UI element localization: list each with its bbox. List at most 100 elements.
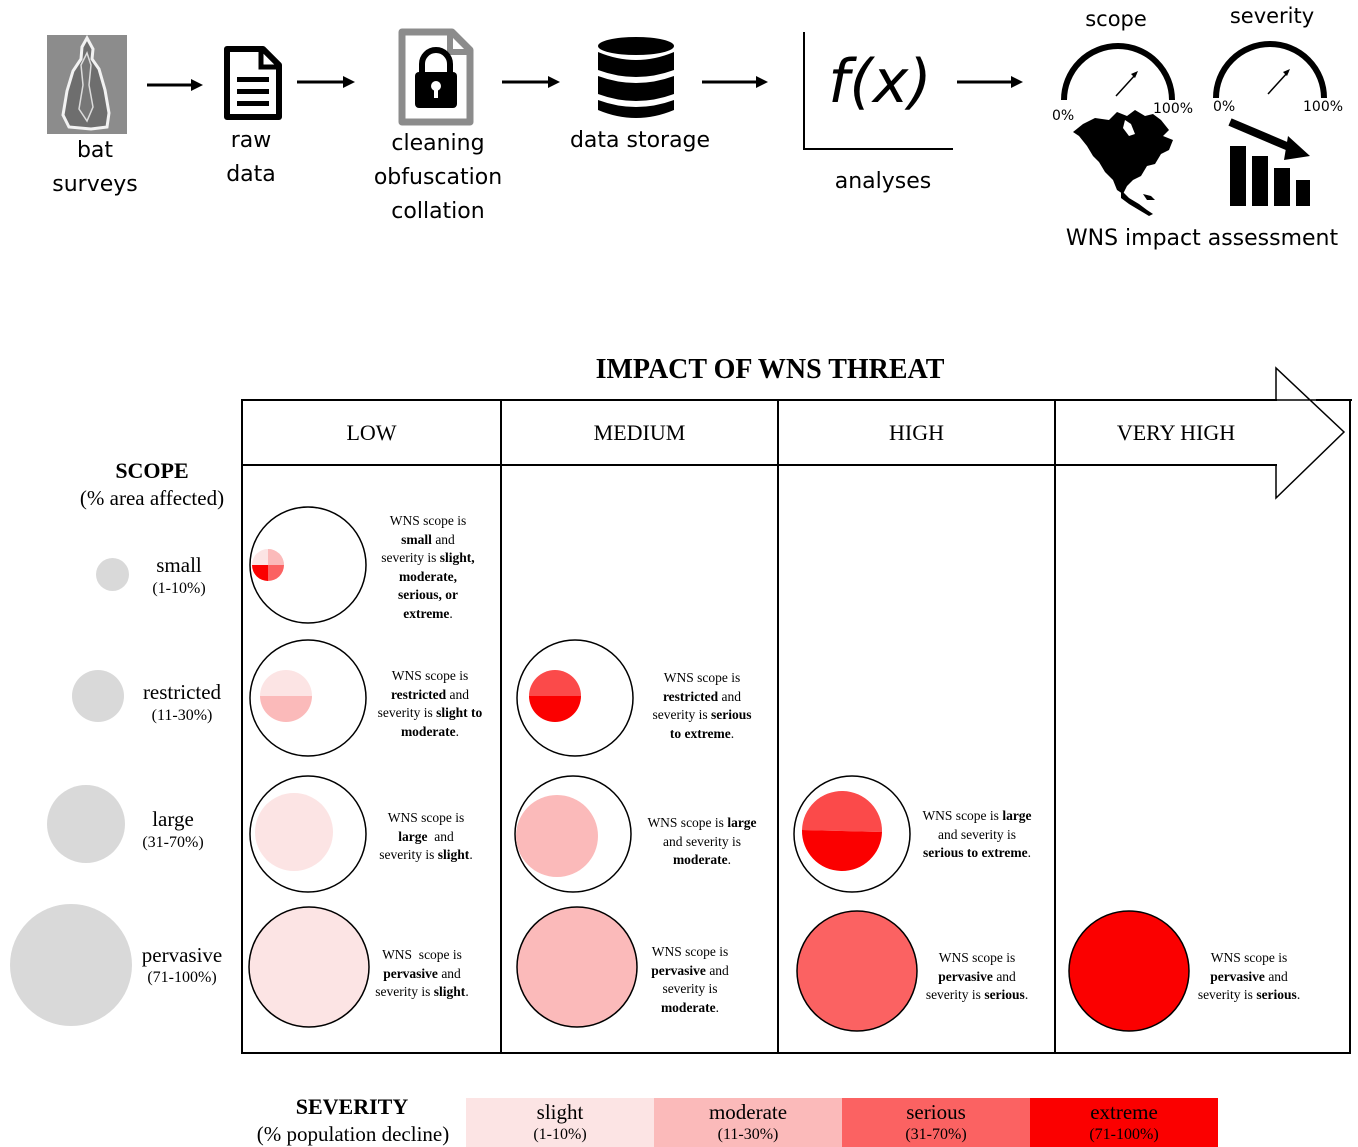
desc-text: and [721, 688, 742, 704]
column-header-medium: MEDIUM [593, 420, 686, 445]
severity-range: (1-10%) [533, 1126, 587, 1143]
impact-circle-large-medium [513, 774, 635, 900]
severity-range: (11-30%) [717, 1126, 779, 1143]
desc-text: . [1024, 987, 1029, 1002]
desc-emphasis: restricted [662, 688, 719, 704]
desc-emphasis: slight, [439, 550, 475, 565]
step-label-analyses: analyses [803, 165, 963, 199]
severity-gauge-label: severity [1229, 4, 1315, 28]
scope-max-label: 100% [1153, 101, 1194, 117]
desc-text: . [727, 852, 732, 867]
function-plot-icon: f(x) [803, 32, 955, 150]
desc-text: WNS scope is [663, 670, 741, 685]
step-line: bat [76, 138, 114, 163]
severity-name: extreme [1090, 1100, 1158, 1124]
desc-text: . [715, 999, 720, 1015]
severity-range: (71-100%) [1089, 1126, 1159, 1143]
flow-arrow [295, 72, 357, 92]
desc-text: . [465, 984, 469, 999]
desc-text: severity is [652, 707, 708, 722]
column-header-very-high: VERY HIGH [1116, 420, 1236, 445]
desc-text: WNS scope is [1210, 950, 1288, 965]
severity-gauge-icon [1210, 38, 1330, 106]
scope-range-small: (1-10%) [152, 580, 206, 597]
cell-description-large-medium: WNS scope is large and severity is moder… [636, 814, 768, 870]
assessment-title: WNS impact assessment [1065, 226, 1339, 251]
header-divider [241, 464, 1277, 466]
column-divider [500, 399, 502, 1054]
desc-text: WNS scope is [651, 944, 729, 959]
desc-emphasis: moderate [672, 852, 728, 867]
step-line: cleaning [391, 131, 485, 156]
cell-description-pervasive-high: WNS scope is pervasive and severity is s… [916, 949, 1038, 1005]
step-label-raw-data: raw data [201, 124, 301, 192]
scope-min-label: 0% [1052, 108, 1075, 124]
desc-text: . [1027, 845, 1032, 860]
column-header-high: HIGH [889, 420, 944, 445]
severity-swatch-slight: slight (1-10%) [466, 1098, 654, 1147]
step-line: surveys [52, 172, 138, 197]
column-header-low: LOW [346, 420, 397, 445]
column-divider [777, 399, 779, 1054]
scope-range-large: (31-70%) [142, 834, 204, 851]
scope-circle-small [96, 558, 129, 591]
table-border-top-right [1316, 399, 1352, 401]
desc-emphasis: serious, or [398, 587, 458, 602]
matrix-title: IMPACT OF WNS THREAT [595, 354, 945, 385]
impact-circle-small-low [248, 505, 370, 631]
scope-range-pervasive: (71-100%) [147, 969, 217, 986]
step-line: obfuscation [373, 165, 503, 190]
cell-description-small-low: WNS scope is small and severity is sligh… [366, 512, 490, 623]
scope-circle-restricted [72, 670, 124, 722]
north-america-map-icon [1065, 106, 1180, 222]
document-icon [223, 45, 283, 125]
scope-circle-pervasive [10, 904, 132, 1026]
severity-max-label: 100% [1303, 99, 1344, 115]
cell-description-large-low: WNS scope is large and severity is sligh… [368, 809, 484, 865]
desc-text: . [449, 605, 453, 621]
desc-text: . [1296, 987, 1301, 1002]
scope-name-large: large [152, 807, 194, 831]
desc-text: and [435, 531, 455, 547]
step-line: analyses [834, 169, 932, 194]
desc-text: severity is [662, 981, 718, 996]
desc-text: and severity is [663, 833, 741, 849]
desc-emphasis: restricted [390, 686, 447, 702]
table-border-left [241, 399, 243, 1054]
scope-name-restricted: restricted [142, 680, 222, 704]
cell-description-restricted-low: WNS scope is restricted and severity is … [368, 667, 492, 741]
flow-arrow [500, 72, 562, 92]
locked-file-icon [398, 28, 474, 130]
desc-text: WNS scope is [391, 668, 469, 683]
cell-description-restricted-medium: WNS scope is restricted and severity is … [640, 669, 764, 743]
desc-emphasis: serious [711, 707, 752, 722]
scope-gauge-icon [1058, 40, 1178, 108]
severity-name: serious [906, 1100, 966, 1124]
desc-text: WNS scope is [647, 815, 724, 830]
desc-text: severity is [377, 705, 433, 720]
desc-text: severity is [925, 987, 981, 1002]
severity-subheading: (% population decline) [256, 1122, 450, 1146]
scope-gauge-label: scope [1085, 7, 1147, 31]
desc-text: WNS scope is [922, 808, 999, 823]
flow-arrow [145, 75, 205, 95]
declining-bars-icon [1226, 118, 1316, 214]
desc-emphasis: extreme [403, 605, 450, 621]
desc-text: and [441, 965, 461, 981]
cell-description-large-high: WNS scope is large and severity is serio… [912, 807, 1042, 863]
desc-text: WNS scope is [382, 947, 462, 962]
desc-emphasis: slight [433, 984, 466, 999]
step-label-bat-surveys: bat surveys [35, 134, 155, 202]
step-line: data storage [569, 128, 711, 153]
desc-emphasis: serious [984, 987, 1025, 1002]
desc-emphasis: slight to [436, 705, 483, 720]
scope-name-pervasive: pervasive [141, 943, 223, 967]
desc-emphasis: serious [1256, 987, 1297, 1002]
impact-circle-pervasive-very-high [1067, 909, 1193, 1039]
desc-text: and [709, 962, 729, 978]
desc-emphasis: moderate [660, 999, 716, 1015]
desc-text: severity is [381, 550, 437, 565]
severity-swatch-extreme: extreme (71-100%) [1030, 1098, 1218, 1147]
desc-text: severity is [1197, 987, 1253, 1002]
formula-label: f(x) [828, 47, 932, 117]
